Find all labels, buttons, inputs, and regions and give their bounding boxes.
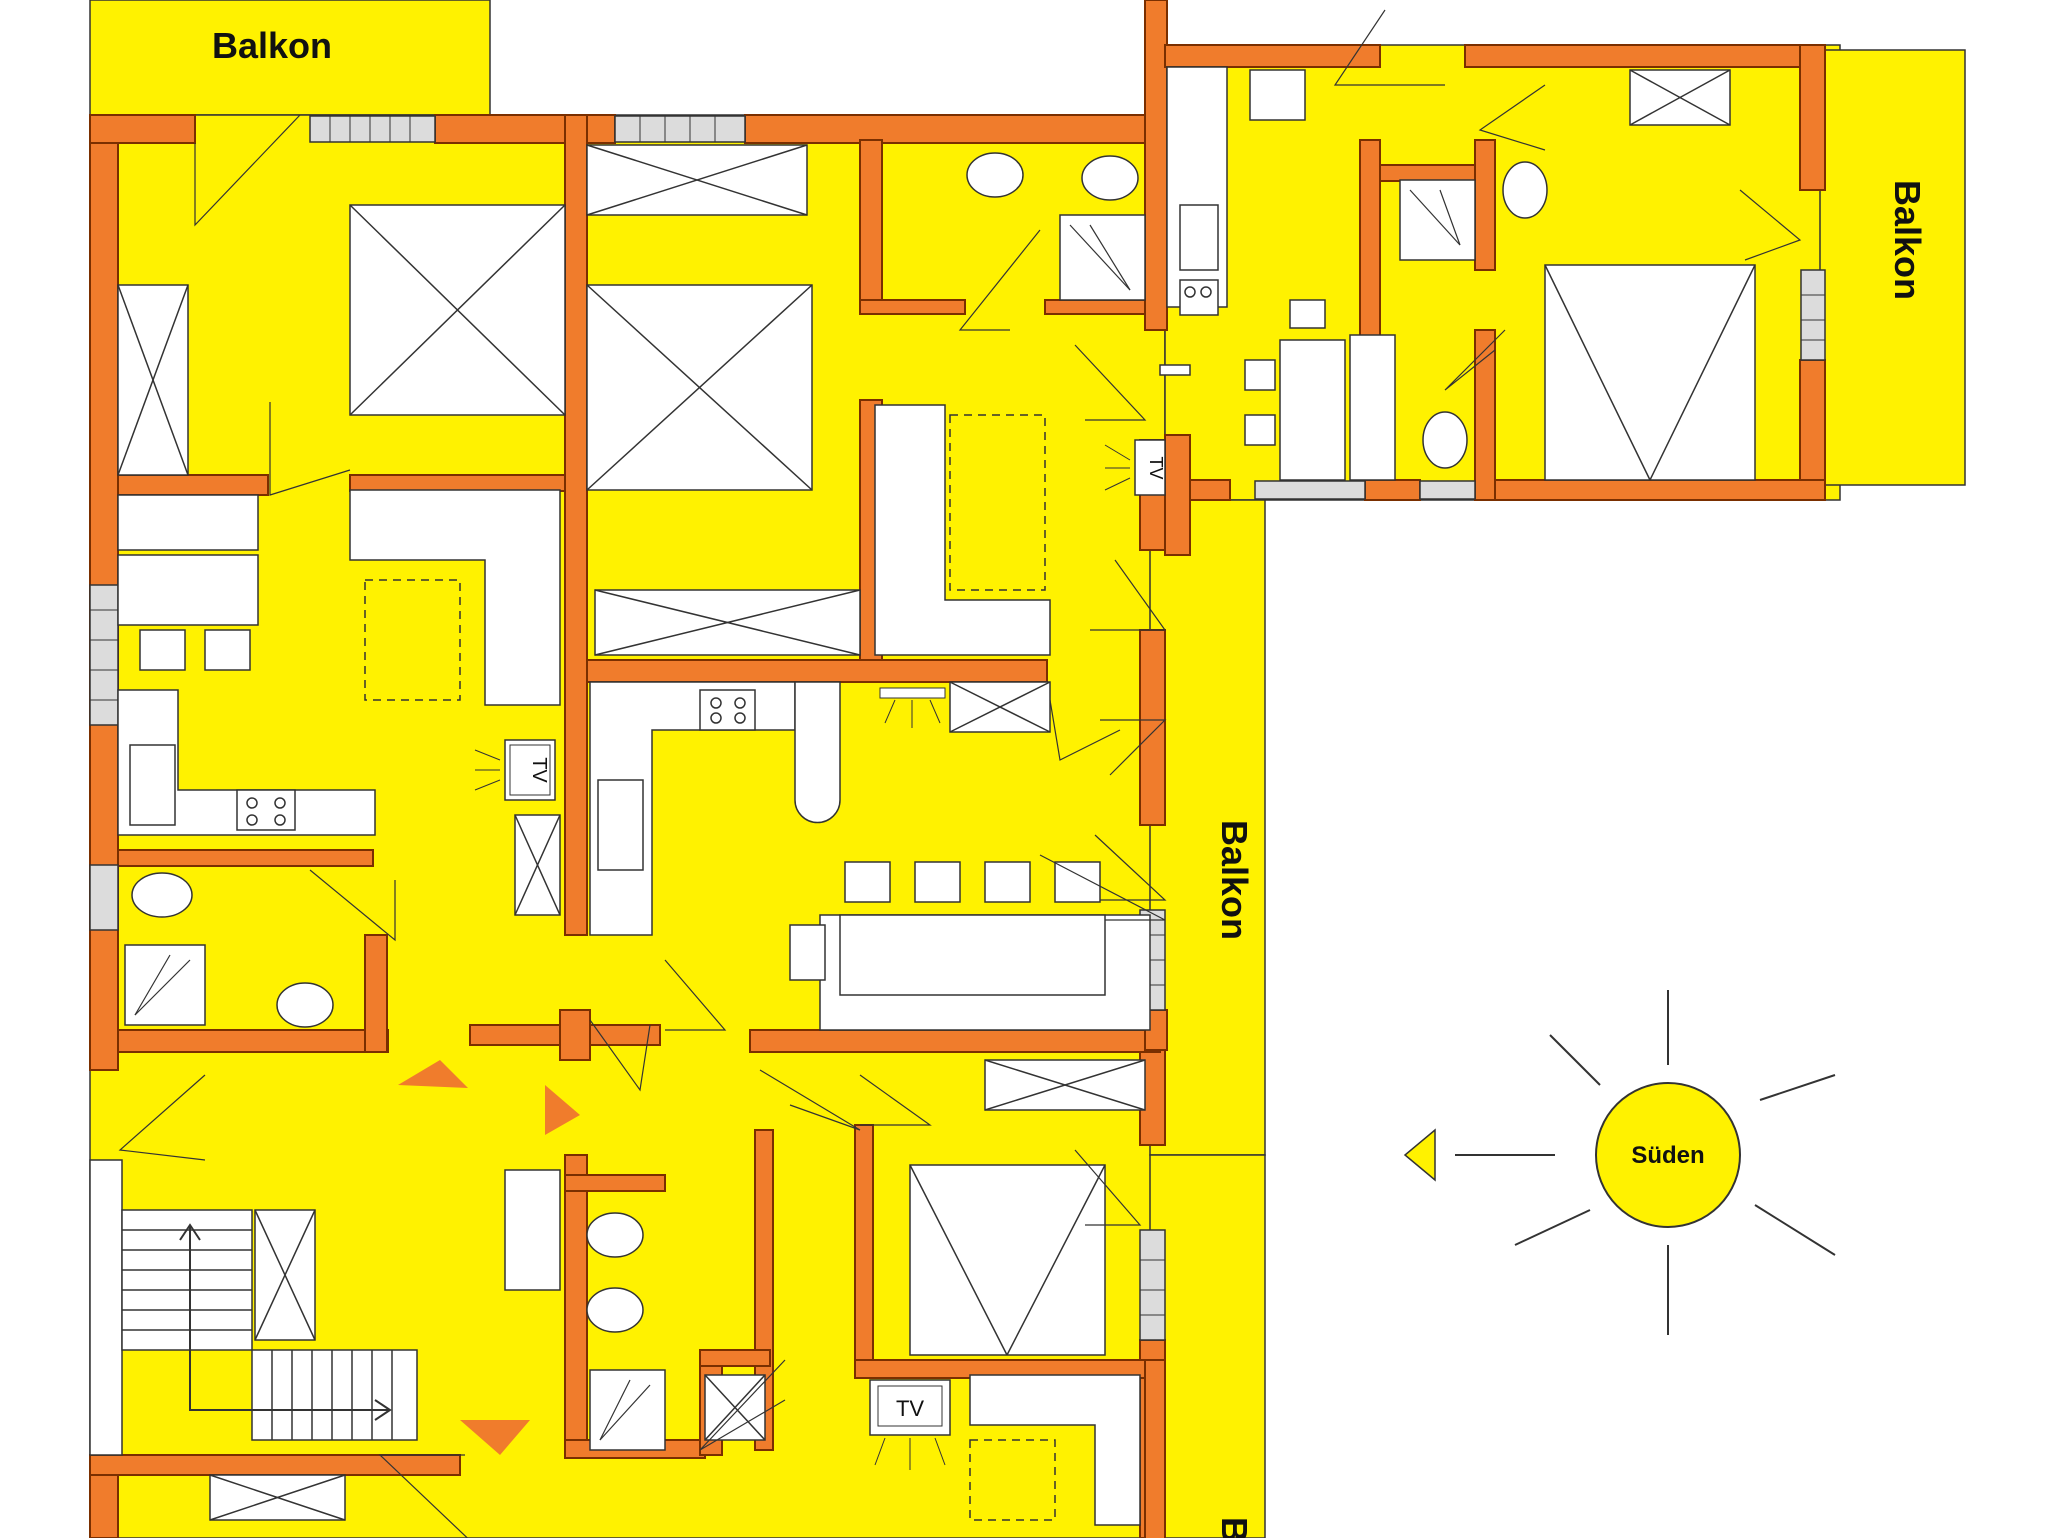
sofa-centre [874,404,1051,656]
sofa-lower [969,1374,1141,1526]
tv-units: TV TV TV [474,439,1166,1470]
door-swings [118,9,1802,1538]
west-arrow-icon [1403,1128,1436,1182]
balkon-bottom-label: B [1214,1517,1255,1538]
bed-top-right [1544,264,1756,481]
furniture [117,66,1756,1526]
staircase [89,1159,561,1456]
balkon-middle-label: Balkon [1214,820,1255,940]
entry-arrow-icon [398,1060,580,1455]
balkon-bottom-area [1149,1154,1266,1538]
kitchen-left [117,689,376,836]
balkon-top-left-label: Balkon [212,25,332,66]
tv-label-top-right: TV [1146,456,1166,479]
stair-arrow-icon [179,1223,392,1421]
sanitary [131,152,1548,1333]
tv-label-left: TV [528,757,550,783]
sofa-left [349,489,561,706]
dining-table-top-right [1279,339,1346,481]
dashed-outlines [364,414,1056,1521]
balkon-top-left-area [89,0,491,116]
balkon-right-top-label: Balkon [1887,180,1928,300]
windows [89,115,1826,1341]
balkon-right-top-area [1819,49,1966,486]
shower-lines [134,189,1461,1441]
balkon-middle-area [1149,499,1266,1156]
sun-icon: Süden [1455,990,1836,1335]
counter-left [117,494,259,551]
bed-lower [909,1164,1106,1356]
tv-label-lower: TV [896,1396,924,1421]
window-hatching [90,116,1825,1316]
sun-label: Süden [1631,1142,1704,1169]
kitchen-top-right [1166,66,1228,308]
